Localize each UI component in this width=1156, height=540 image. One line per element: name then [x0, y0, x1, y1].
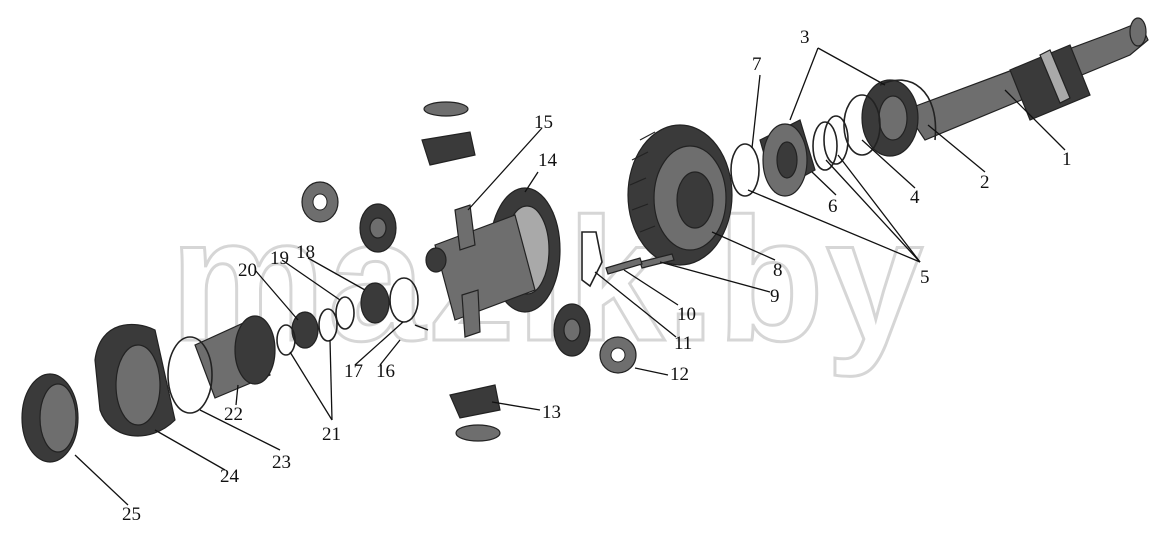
- pinion-gear-lower: [553, 303, 591, 357]
- part-2-snap-ring: [879, 79, 937, 141]
- label-9: 9: [770, 286, 780, 307]
- side-gear-top: [421, 101, 476, 166]
- part-18-small-gear: [360, 282, 390, 324]
- label-10: 10: [677, 304, 696, 325]
- label-14: 14: [538, 150, 558, 171]
- label-24: 24: [220, 466, 240, 487]
- label-19: 19: [270, 248, 289, 269]
- part-14-diff-housing: [434, 187, 561, 321]
- label-18: 18: [296, 242, 315, 263]
- part-9-bolt: [639, 253, 675, 269]
- part-8-ring-gear: [627, 124, 733, 266]
- label-8: 8: [773, 260, 783, 281]
- label-13: 13: [542, 402, 561, 423]
- part-16-pin: [414, 324, 429, 331]
- label-7: 7: [752, 54, 762, 75]
- part-5-rings: [730, 115, 849, 197]
- part-24-bearing-cup: [94, 323, 176, 437]
- part-1-shaft: [904, 17, 1149, 141]
- part-12-washer: [599, 336, 637, 374]
- part-17-ring: [389, 277, 419, 323]
- label-2: 2: [980, 172, 990, 193]
- part-10-bolt: [605, 257, 643, 275]
- label-1: 1: [1062, 149, 1072, 170]
- part-19-20-21-rings: [276, 296, 355, 356]
- part-4-ring: [843, 94, 881, 156]
- part-13-side-gear: [449, 384, 501, 442]
- leader-lines: [74, 47, 1066, 506]
- label-3: 3: [800, 27, 810, 48]
- label-6: 6: [828, 196, 838, 217]
- part-22-drive-pinion: [194, 315, 276, 399]
- label-4: 4: [910, 187, 920, 208]
- label-11: 11: [674, 333, 692, 354]
- label-23: 23: [272, 452, 291, 473]
- label-20: 20: [238, 260, 257, 281]
- label-25: 25: [122, 504, 141, 525]
- washer-upper-left: [301, 181, 339, 223]
- callout-labels: 1 2 3 4 5 6 7 8 9 10 11 12 13 14 15 16 1…: [122, 27, 1072, 525]
- label-5: 5: [920, 267, 930, 288]
- pinion-gear-upper: [359, 203, 397, 253]
- label-12: 12: [670, 364, 689, 385]
- label-17: 17: [344, 361, 363, 382]
- label-21: 21: [322, 424, 341, 445]
- part-25-outer-ring: [21, 373, 79, 463]
- label-22: 22: [224, 404, 243, 425]
- label-15: 15: [534, 112, 553, 133]
- part-6-bearing-left: [759, 119, 816, 197]
- part-3-bearing-right: [861, 79, 919, 157]
- label-16: 16: [376, 361, 395, 382]
- part-15-cross-pin: [425, 204, 481, 338]
- part-11-lock-plate: [581, 231, 603, 288]
- part-23-ring: [167, 336, 213, 414]
